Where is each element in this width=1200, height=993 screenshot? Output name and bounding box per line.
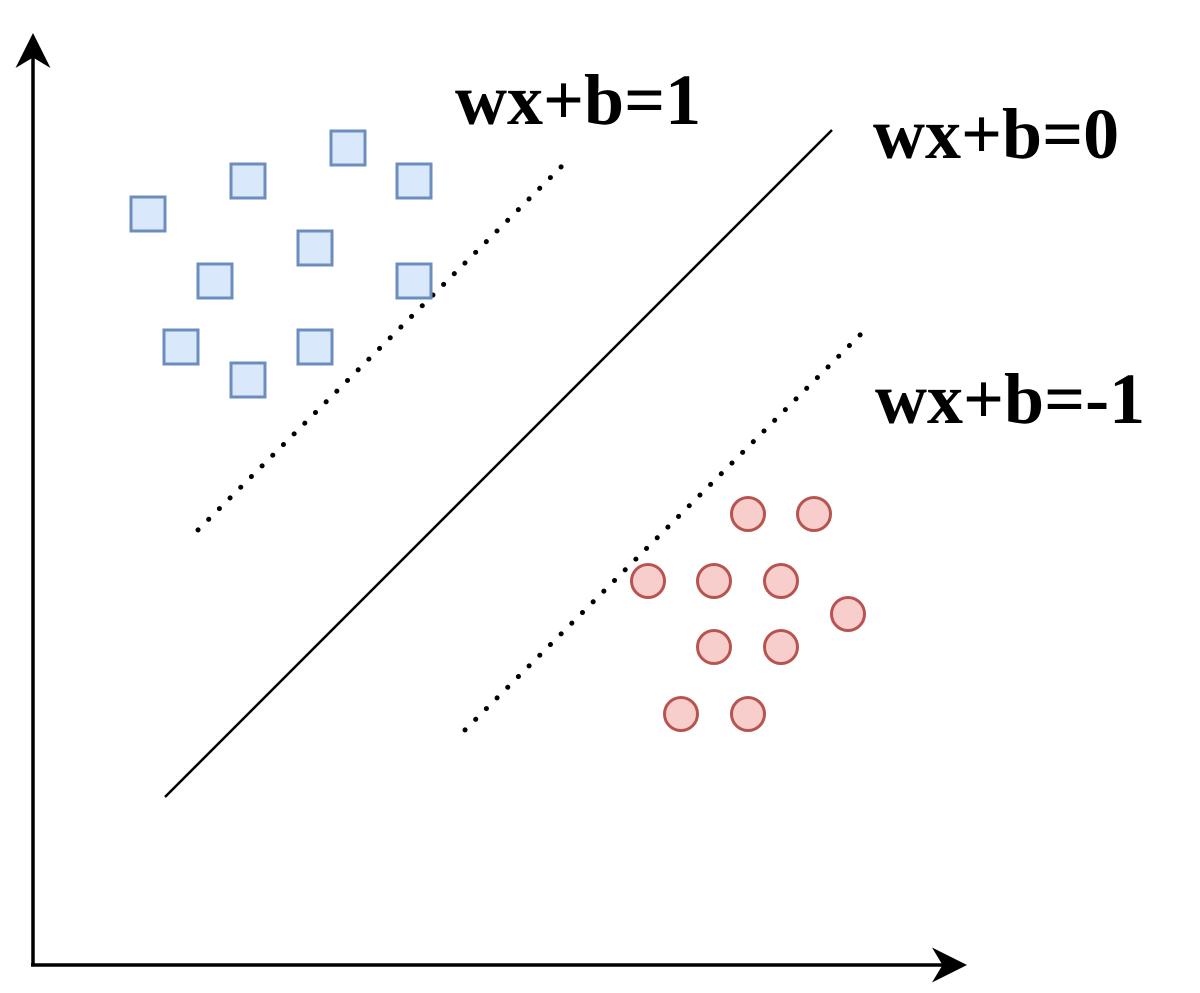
square-point — [329, 129, 367, 167]
square-point — [229, 361, 267, 399]
lower-margin-label: wx+b=-1 — [875, 359, 1145, 439]
circle-point — [730, 696, 766, 732]
circle-point — [796, 496, 832, 532]
square-point — [296, 328, 334, 366]
square-point — [196, 262, 234, 300]
circle-point — [696, 563, 732, 599]
square-point — [395, 262, 433, 300]
circle-point — [730, 496, 766, 532]
hyperplane-label: wx+b=0 — [873, 94, 1119, 174]
circle-point — [630, 563, 666, 599]
square-point — [162, 328, 200, 366]
upper-margin-label: wx+b=1 — [455, 60, 701, 140]
upper-margin-line — [195, 162, 566, 533]
circle-point — [763, 563, 799, 599]
square-point — [296, 229, 334, 267]
square-point — [129, 195, 167, 233]
lower-margin-line — [462, 327, 868, 733]
square-point — [229, 162, 267, 200]
hyperplane-line — [164, 129, 833, 798]
square-point — [395, 162, 433, 200]
circle-point — [830, 596, 866, 632]
circle-point — [696, 629, 732, 665]
circle-point — [763, 629, 799, 665]
circle-point — [663, 696, 699, 732]
negative-class-points — [630, 496, 866, 732]
positive-class-points — [129, 129, 433, 399]
